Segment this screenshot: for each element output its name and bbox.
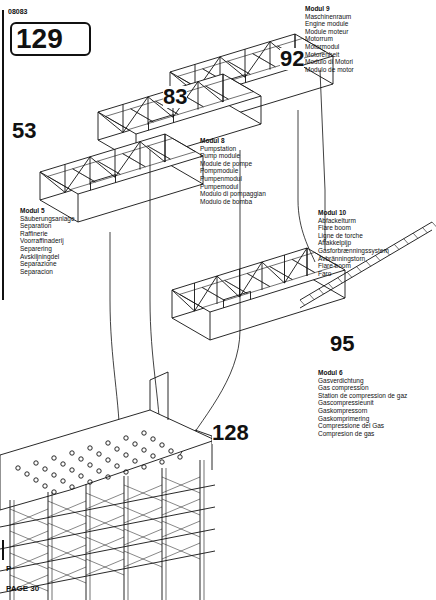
module-name: Gaskompressorn bbox=[318, 408, 368, 415]
module-name: Pumpemodul bbox=[200, 184, 238, 191]
module-name: Motorrum bbox=[305, 36, 333, 43]
module-name: Raffinerie bbox=[20, 231, 48, 238]
step-number-text: 129 bbox=[16, 25, 63, 53]
module-name: Faro bbox=[318, 271, 331, 278]
step-number: 129 bbox=[10, 22, 91, 56]
module-name: Pompmodule bbox=[200, 168, 238, 175]
module-name: Modulo de motor bbox=[305, 67, 354, 74]
module-name: Pumpstation bbox=[200, 146, 236, 153]
module-name: Module de pompe bbox=[200, 161, 252, 168]
margin-bar bbox=[2, 540, 4, 560]
module-name: Modul 8 bbox=[200, 138, 225, 145]
module-name: Module moteur bbox=[305, 29, 348, 36]
margin-letter: P bbox=[6, 565, 11, 573]
truss-module bbox=[172, 248, 345, 340]
module-name: Avskiljningdel bbox=[20, 254, 59, 261]
module-name: Engine module bbox=[305, 21, 348, 28]
module-name: Voorraffinaderij bbox=[20, 238, 64, 245]
flare-boom bbox=[300, 222, 436, 308]
module-name: Gaskomprimering bbox=[318, 416, 369, 423]
platform-deck bbox=[0, 372, 215, 600]
truss-module bbox=[40, 134, 203, 222]
module-name: Separacion bbox=[20, 269, 53, 276]
module-name: Compressione del Gas bbox=[318, 423, 384, 430]
module-name: Maschinenraum bbox=[305, 14, 351, 21]
module-name: Modul 5 bbox=[20, 208, 45, 215]
callout-number: 92 bbox=[280, 48, 304, 70]
module-name: Motormodul bbox=[305, 44, 339, 51]
module-name: Pumpenmodul bbox=[200, 176, 242, 183]
page-number: PAGE 30 bbox=[6, 585, 39, 593]
leader-line bbox=[298, 110, 315, 262]
module-name: Station de compression de gaz bbox=[318, 393, 407, 400]
margin-bar bbox=[2, 10, 4, 300]
leader-line bbox=[110, 232, 120, 450]
module-name: Pump module bbox=[200, 153, 240, 160]
catalog-number: 08083 bbox=[8, 8, 27, 15]
module-name: Affakkelpijp bbox=[318, 240, 351, 247]
callout-number: 95 bbox=[330, 333, 354, 355]
module-name: Modul 10 bbox=[318, 210, 346, 217]
callout-number: 53 bbox=[12, 120, 36, 142]
module-name: Gasverdichtung bbox=[318, 378, 364, 385]
module-name: Modulo di pompaggian bbox=[200, 191, 266, 198]
module-name: Modulo di Motori bbox=[305, 59, 353, 66]
module-name: Flare boom bbox=[318, 263, 351, 270]
module-name: Modul 9 bbox=[305, 6, 330, 13]
module-name: Ligne de torche bbox=[318, 233, 363, 240]
callout-number: 128 bbox=[212, 422, 249, 444]
module-name: Säuberungsanlage bbox=[20, 216, 75, 223]
leader-line bbox=[150, 150, 160, 440]
module-name: Gasforbrænningssystem bbox=[318, 248, 389, 255]
module-name: Motorenheit bbox=[305, 52, 339, 59]
module-name: Separering bbox=[20, 246, 52, 253]
callout-number: 83 bbox=[163, 86, 187, 108]
module-name: Avbränningstorn bbox=[318, 256, 365, 263]
module-name: Abfackelturm bbox=[318, 218, 356, 225]
module-name: Flare boom bbox=[318, 225, 351, 232]
module-name: Modul 6 bbox=[318, 370, 343, 377]
module-name: Gas compression bbox=[318, 385, 369, 392]
module-name: Compresion de gas bbox=[318, 431, 374, 438]
module-name: Separazione bbox=[20, 261, 57, 268]
module-name: Modulo de bomba bbox=[200, 199, 252, 206]
module-name: Gascompressieunit bbox=[318, 400, 374, 407]
module-name: Separation bbox=[20, 223, 51, 230]
